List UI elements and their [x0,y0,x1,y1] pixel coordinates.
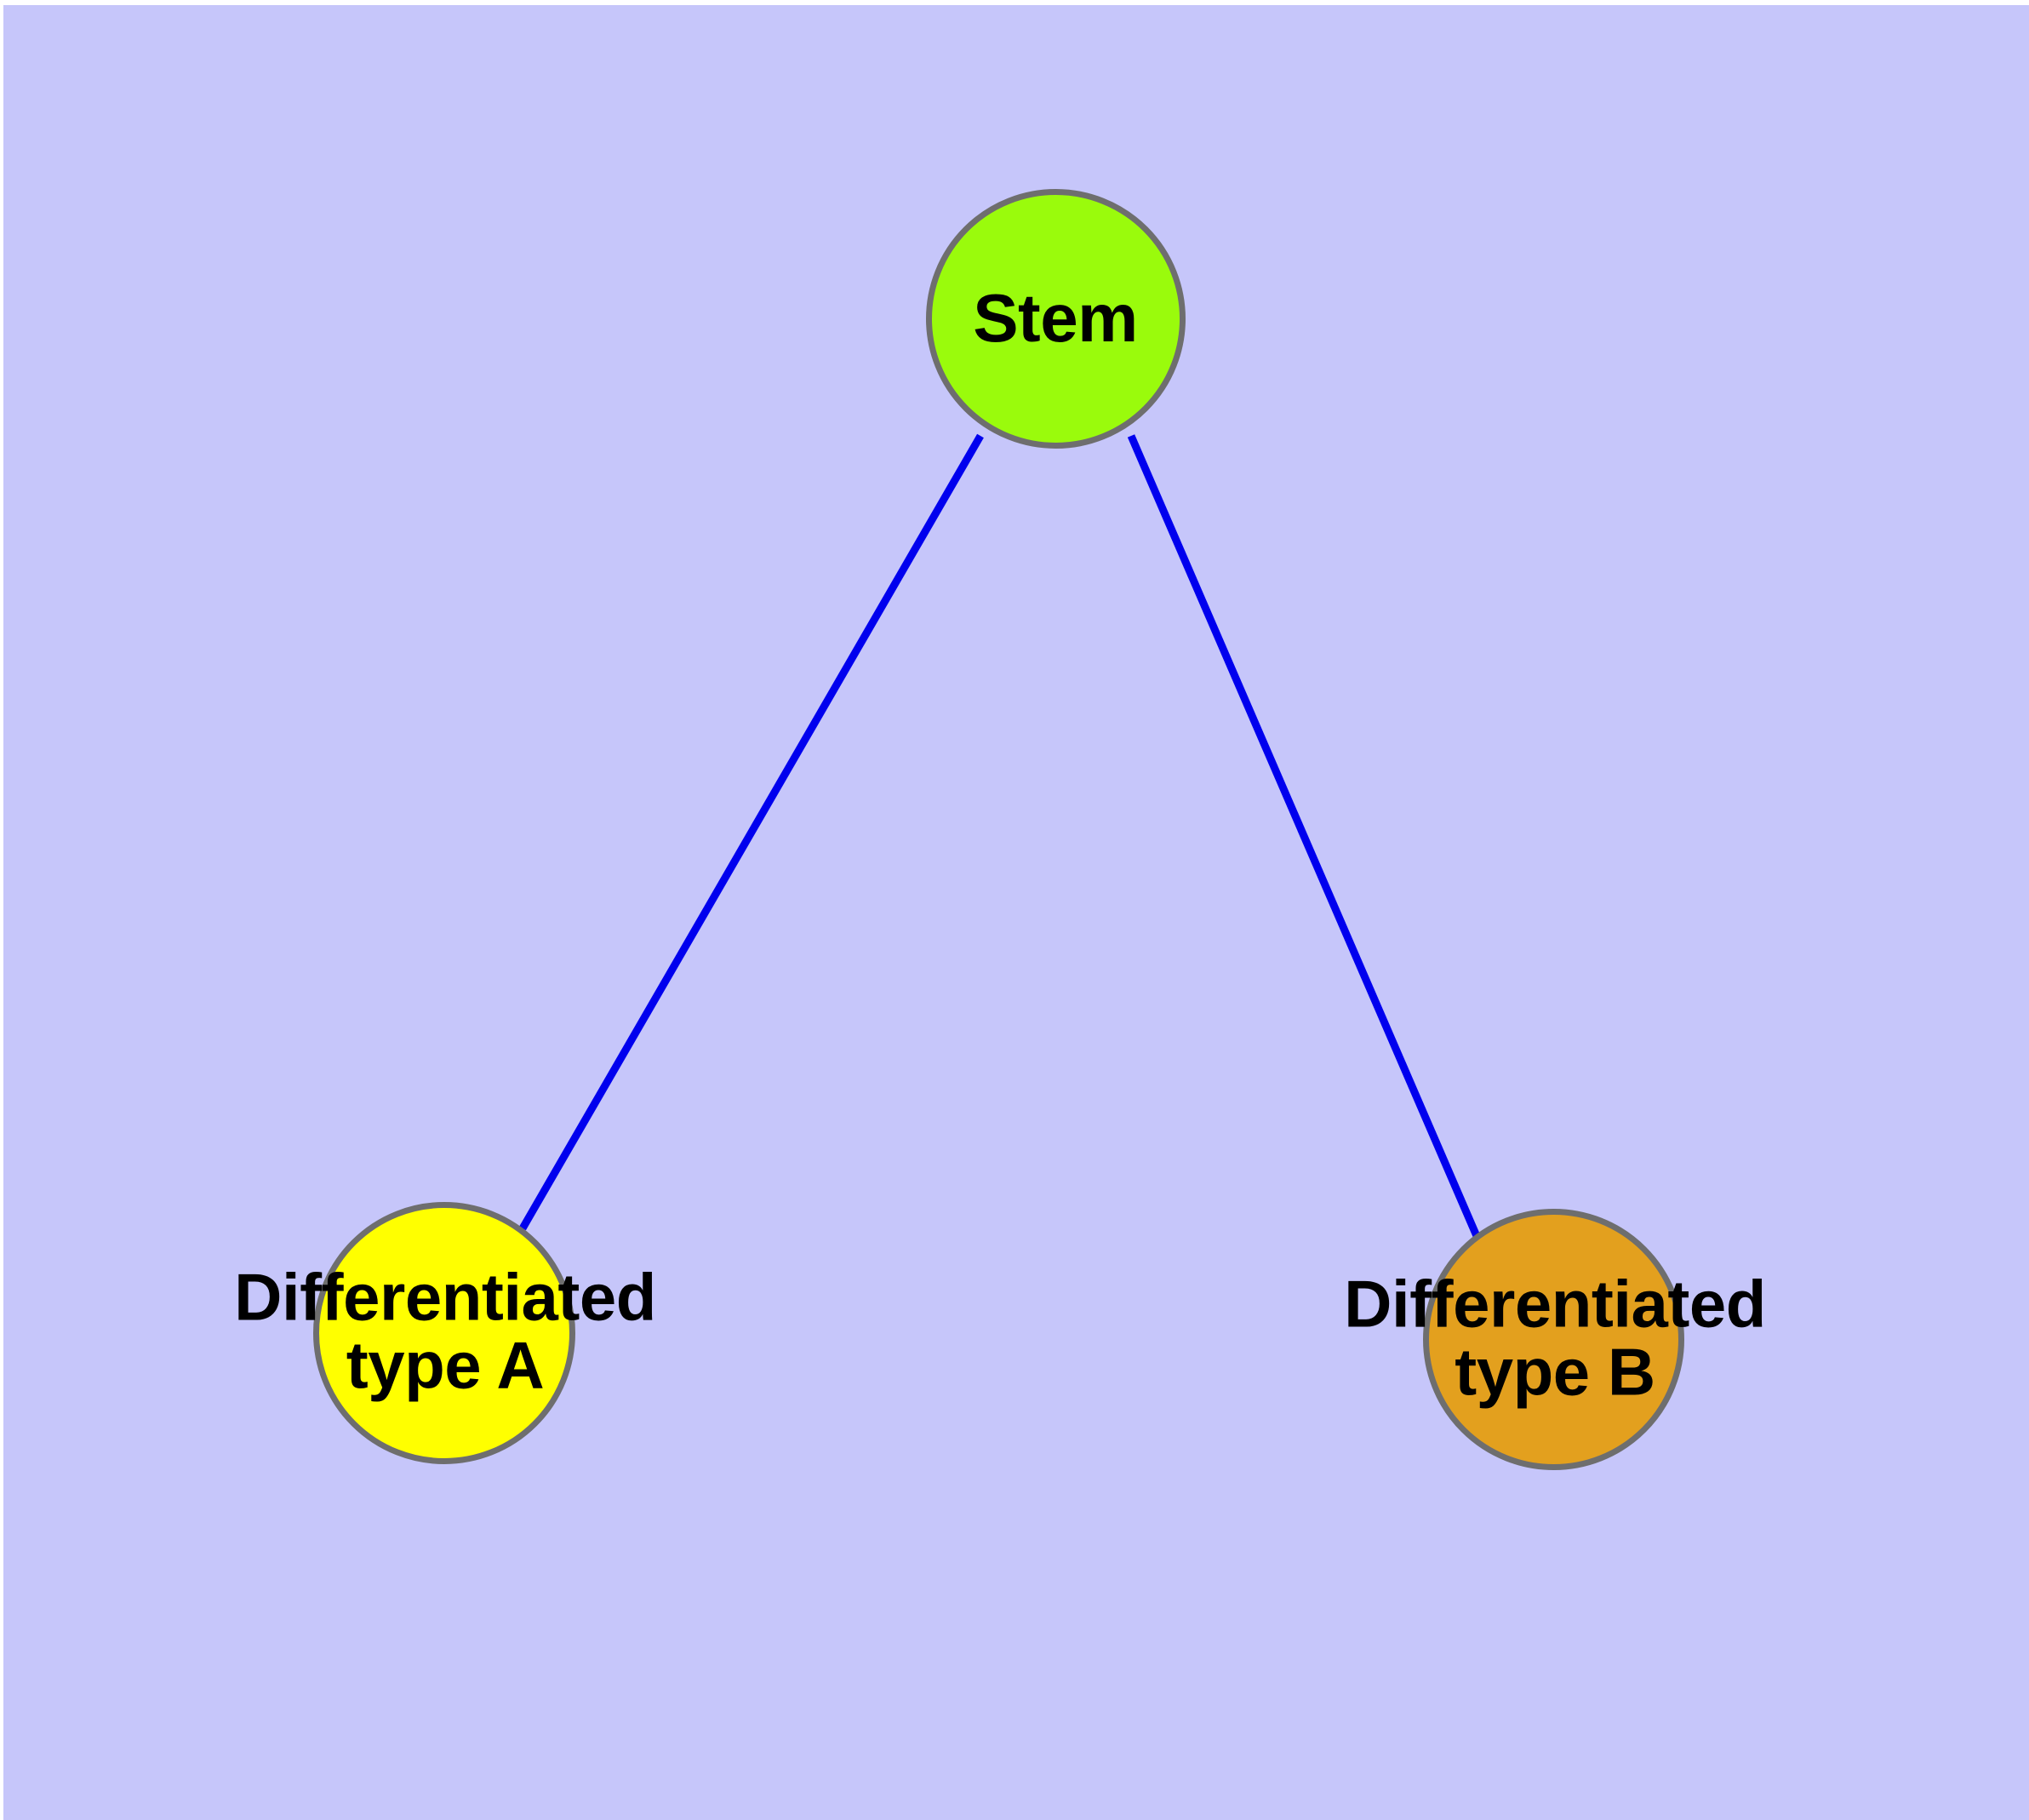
node-stem[interactable] [926,189,1186,449]
node-differentiated-type-b[interactable] [1423,1209,1684,1470]
edge-stem-to-type-a[interactable] [519,433,984,1231]
edge-stem-to-type-b[interactable] [1127,434,1481,1238]
node-differentiated-type-a[interactable] [313,1202,575,1464]
